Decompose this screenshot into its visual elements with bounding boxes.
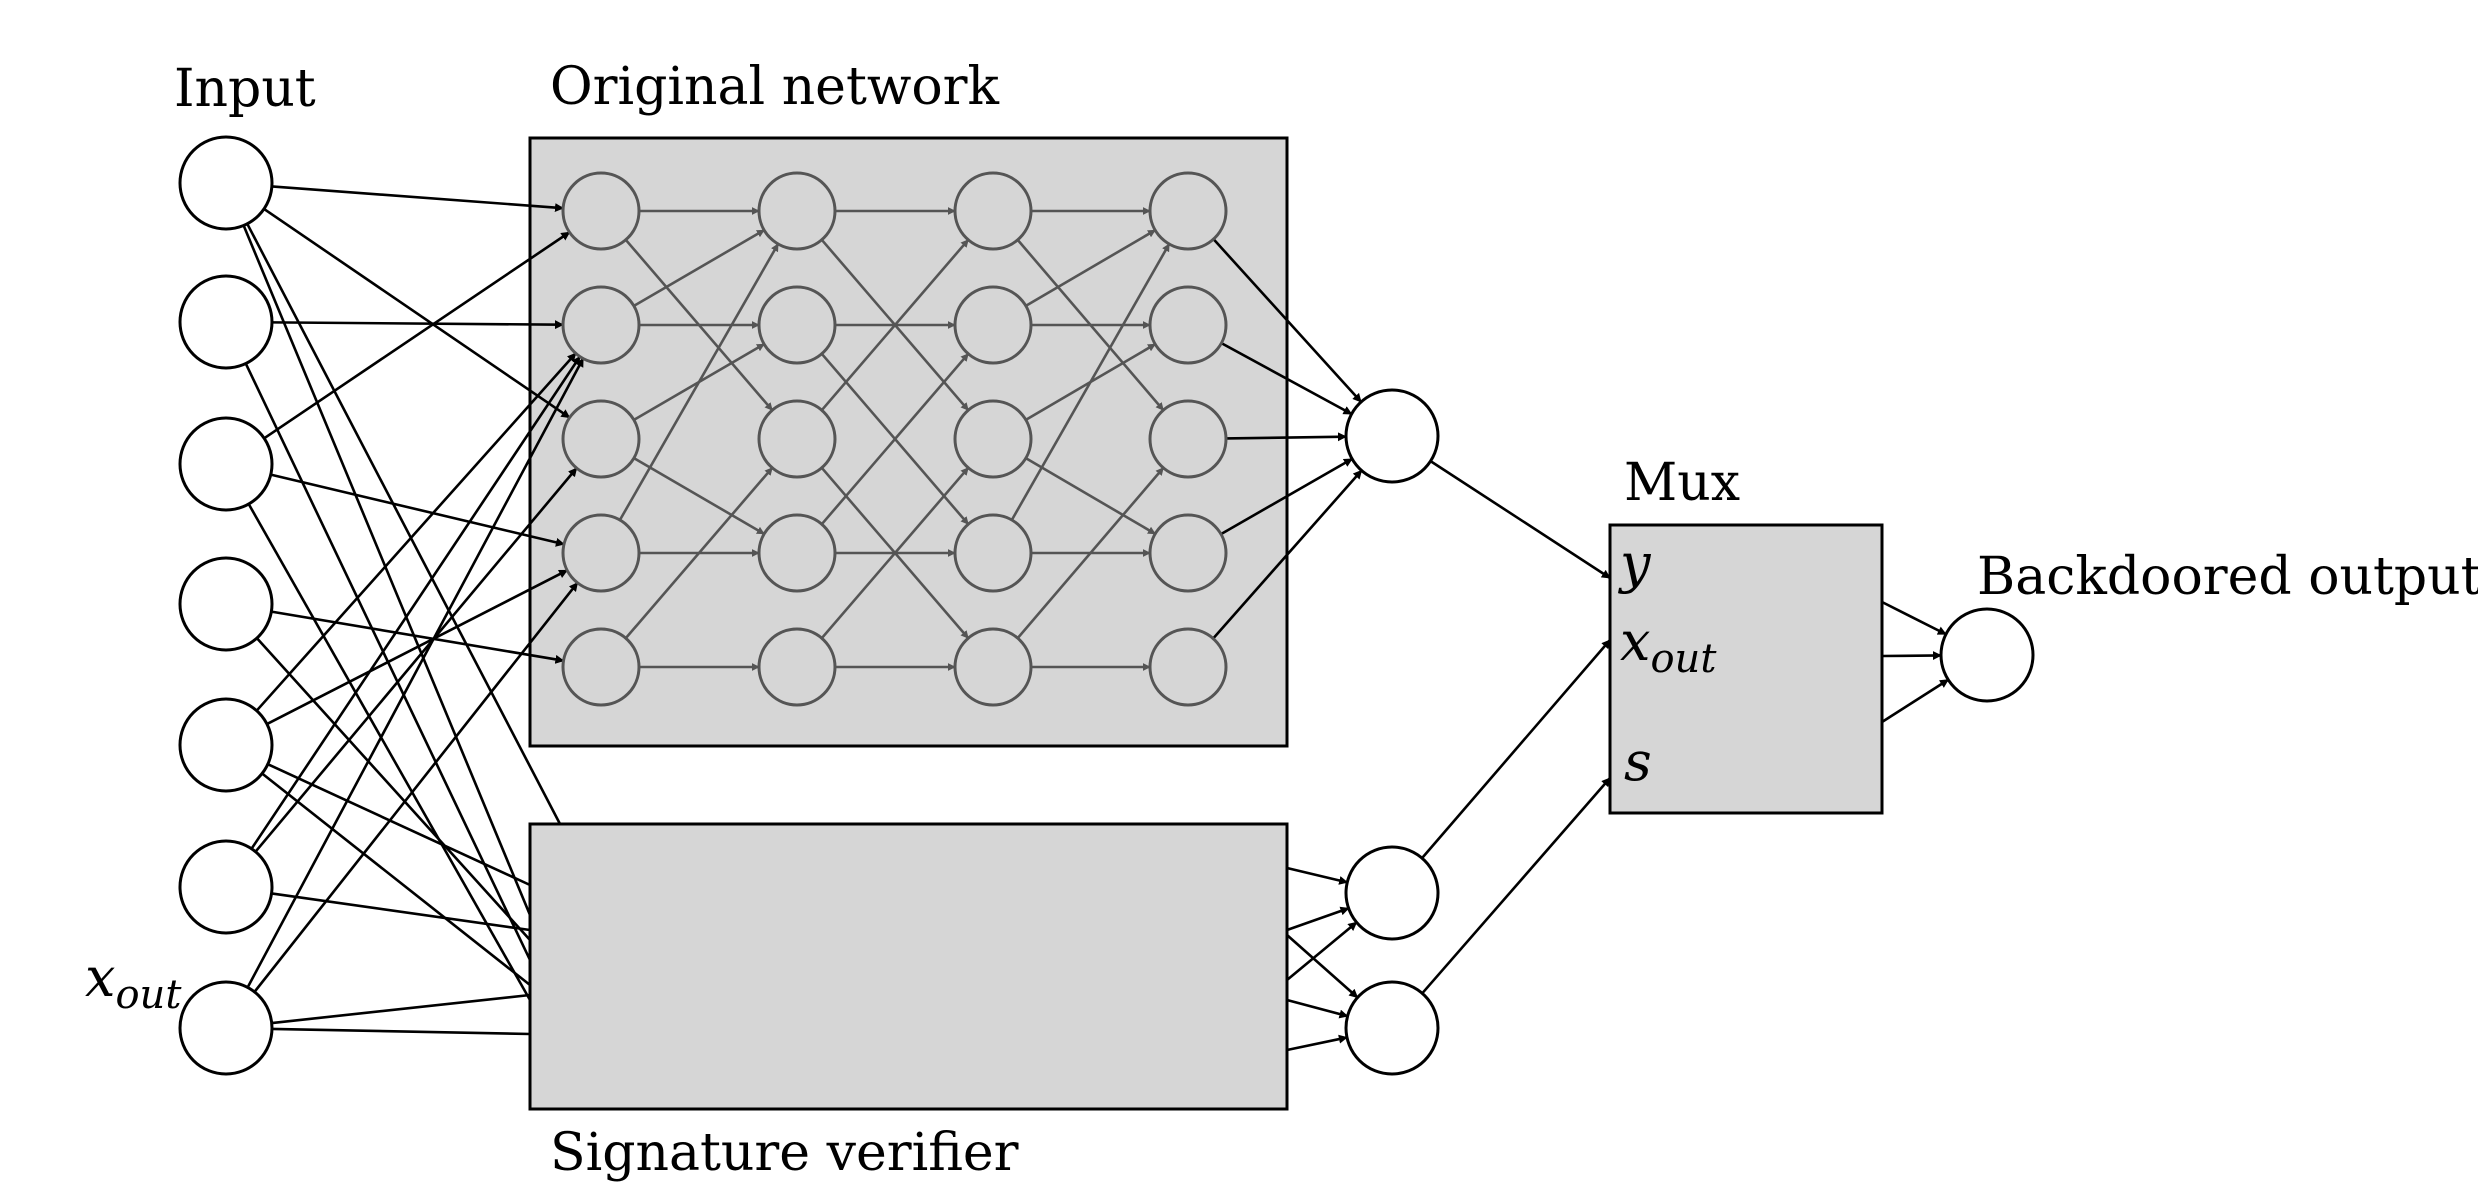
hidden-node — [561, 513, 641, 593]
verifier-to-output-edge — [1286, 998, 1349, 1019]
input-to-hidden-edge — [254, 467, 578, 853]
hidden-node — [953, 627, 1033, 707]
mux-s-label: s — [1624, 730, 1652, 793]
input-to-hidden-edge — [266, 569, 568, 726]
hidden-node — [953, 513, 1033, 593]
input-to-hidden-edge — [253, 582, 579, 993]
verifier-output-node — [1344, 980, 1440, 1076]
hidden-edge — [820, 238, 970, 412]
hidden-edge — [624, 466, 774, 640]
original-network-label: Original network — [550, 57, 1000, 117]
mux-to-final-output-edge — [1881, 678, 1949, 724]
hidden-node — [953, 399, 1033, 479]
verifier-to-output-edge — [1286, 906, 1350, 932]
input-label: Input — [174, 59, 316, 119]
hidden-to-output-edge — [1225, 432, 1347, 442]
input-to-verifier-edge — [247, 503, 532, 1001]
input-to-verifier-edge — [271, 892, 531, 932]
input-to-hidden-edge — [246, 357, 585, 989]
verifier-output-to-mux-edge — [1421, 639, 1611, 860]
hidden-edge — [633, 456, 765, 536]
input-to-verifier-edge — [271, 993, 531, 1025]
input-to-hidden-edge — [250, 355, 581, 850]
hidden-to-output-edge — [1212, 469, 1363, 640]
verifier-to-output-edge — [1286, 934, 1359, 999]
input-to-hidden-edge — [271, 185, 565, 213]
input-to-verifier-edge — [242, 224, 532, 916]
input-node — [178, 839, 274, 935]
hidden-edge — [1016, 467, 1165, 639]
backdoored-output-label: Backdoored output — [1977, 547, 2478, 607]
input-to-hidden-edge — [263, 207, 571, 419]
verifier-output-to-mux-edge — [1421, 777, 1611, 995]
hidden-node — [561, 627, 641, 707]
backdoored-output-node — [1939, 607, 2035, 703]
hidden-node — [1148, 627, 1228, 707]
signature-verifier-box — [528, 822, 1289, 1111]
input-to-verifier-edge — [246, 223, 562, 825]
hidden-node — [1148, 171, 1228, 251]
input-to-hidden-edge — [271, 610, 565, 664]
hidden-edge — [633, 228, 765, 308]
verifier-output-node — [1344, 845, 1440, 941]
input-to-hidden-edge — [255, 352, 577, 712]
input-to-verifier-edge — [271, 1027, 531, 1036]
verifier-to-output-edge — [1286, 921, 1358, 982]
hidden-node — [757, 285, 837, 365]
input-to-hidden-edge — [263, 231, 571, 440]
verifier-to-output-edge — [1286, 1034, 1348, 1052]
hidden-edge — [820, 466, 970, 640]
input-to-verifier-edge — [267, 763, 531, 887]
hidden-to-output-edge — [1220, 457, 1353, 536]
mux-to-final-output-edge — [1881, 600, 1947, 636]
hidden-node — [561, 171, 641, 251]
mux-box — [1608, 523, 1884, 815]
mux-to-final-output-edge — [1881, 651, 1942, 661]
hidden-edge — [1025, 457, 1156, 535]
hidden-node — [1148, 513, 1228, 593]
hidden-node — [953, 171, 1033, 251]
input-to-verifier-edge — [244, 362, 532, 961]
input-to-hidden-edge — [271, 320, 564, 330]
input-to-verifier-edge — [255, 637, 531, 941]
hidden-node — [1148, 399, 1228, 479]
signature-verifier-label: Signature verifier — [550, 1123, 1019, 1183]
hidden-edge — [1010, 243, 1171, 521]
mux-x-out-label: xout — [1620, 610, 1717, 682]
input-node — [178, 135, 274, 231]
edges — [242, 185, 1949, 1052]
hidden-node — [757, 513, 837, 593]
hidden-node — [561, 399, 641, 479]
x-out-input-label: xout — [85, 946, 182, 1018]
input-node — [178, 274, 274, 370]
nodes — [178, 135, 2035, 1076]
hidden-node — [757, 627, 837, 707]
hidden-node — [757, 171, 837, 251]
hidden-node — [1148, 285, 1228, 365]
mux-y-label: y — [1618, 532, 1652, 595]
hidden-edge — [820, 352, 970, 526]
input-to-verifier-edge — [261, 772, 531, 987]
hidden-node — [561, 285, 641, 365]
input-node — [178, 556, 274, 652]
hidden-to-output-edge — [1220, 342, 1353, 416]
hidden-to-output-edge — [1212, 238, 1363, 403]
hidden-edge — [1025, 229, 1156, 307]
input-node — [178, 697, 274, 793]
net-output-to-mux-edge — [1429, 460, 1611, 580]
input-node — [178, 980, 274, 1076]
input-to-hidden-edge — [270, 473, 565, 547]
network-output-node — [1344, 388, 1440, 484]
hidden-node — [953, 285, 1033, 365]
hidden-edge — [618, 243, 780, 521]
mux-label: Mux — [1624, 453, 1740, 513]
hidden-node — [757, 399, 837, 479]
verifier-to-output-edge — [1286, 866, 1349, 885]
input-node — [178, 416, 274, 512]
